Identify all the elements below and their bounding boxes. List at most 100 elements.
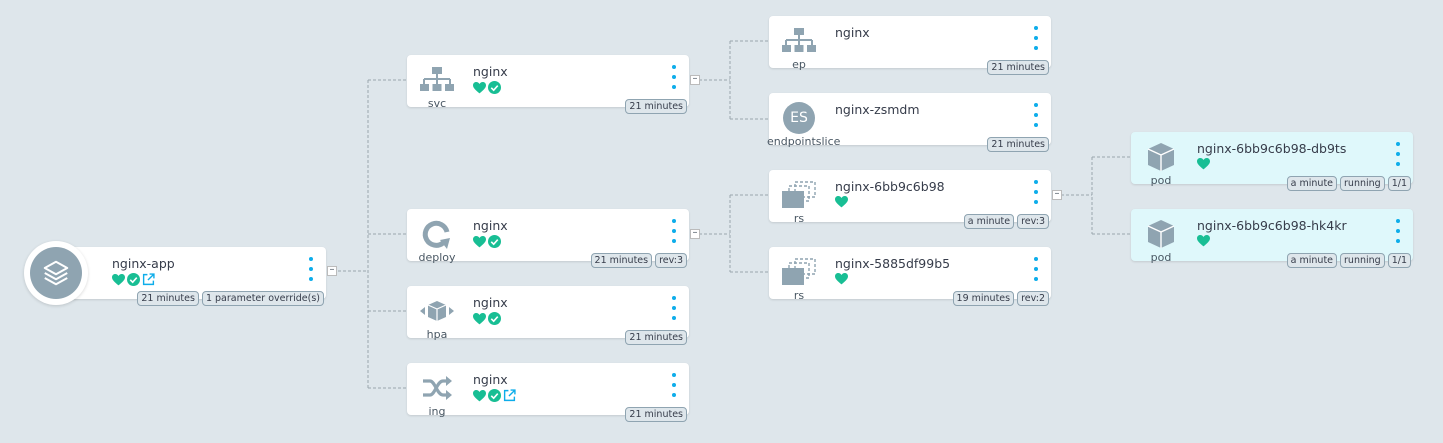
hpa-tags: 21 minutes [625, 330, 687, 345]
node-ep-nginx[interactable]: ep nginx 21 minutes [769, 16, 1051, 75]
endpointslice-kind: endpointslice [767, 135, 841, 148]
svc-tags: 21 minutes [625, 99, 687, 114]
deploy-tags: 21 minutes rev:3 [590, 253, 687, 268]
external-link-icon[interactable] [142, 273, 155, 286]
rs2-name: nginx-5885df99b5 [835, 256, 951, 271]
ep-menu-button[interactable] [1031, 26, 1041, 50]
pod1-status [1197, 158, 1210, 170]
pod2-tags: a minute running 1/1 [1286, 253, 1411, 268]
hpa-kind: hpa [426, 328, 448, 341]
svc-kind: svc [427, 97, 447, 110]
deploy-tag-age: 21 minutes [590, 253, 653, 268]
external-link-icon[interactable] [503, 389, 516, 402]
rs2-icon-wrap [769, 255, 829, 289]
hpa-menu-button[interactable] [669, 296, 679, 320]
copy-icon [782, 258, 816, 285]
rs2-kind: rs [793, 289, 805, 302]
ep-kind: ep [792, 58, 806, 71]
rs2-status [835, 273, 848, 285]
node-hpa-nginx[interactable]: hpa nginx 21 minutes [407, 286, 689, 345]
node-pod-nginx-6bb9c6b98-hk4kr[interactable]: pod nginx-6bb9c6b98-hk4kr a minute runni… [1131, 209, 1413, 268]
ep-tags: 21 minutes [987, 60, 1049, 75]
deploy-status [473, 235, 501, 248]
node-rs-nginx-6bb9c6b98[interactable]: rs nginx-6bb9c6b98 a minute rev:3 [769, 170, 1051, 229]
pod2-tag-age: a minute [1286, 253, 1338, 268]
rs1-menu-button[interactable] [1031, 180, 1041, 204]
node-endpointslice-nginx-zsmdm[interactable]: ES endpointslice nginx-zsmdm 21 minutes [767, 93, 1051, 152]
deploy-icon-wrap [407, 217, 467, 251]
network-icon [420, 67, 454, 91]
svc-icon-wrap [407, 63, 467, 97]
node-pod-nginx-6bb9c6b98-db9ts[interactable]: pod nginx-6bb9c6b98-db9ts a minute runni… [1131, 132, 1413, 191]
shuffle-icon [423, 376, 452, 400]
hpa-name: nginx [473, 295, 508, 310]
heart-icon [1197, 235, 1210, 247]
cube-icon [1147, 220, 1175, 248]
cube-icon [1147, 143, 1175, 171]
deploy-collapse-toggle[interactable]: – [690, 228, 700, 239]
ing-name: nginx [473, 372, 508, 387]
deploy-name: nginx [473, 218, 508, 233]
node-rs-nginx-5885df99b5[interactable]: rs nginx-5885df99b5 19 minutes rev:2 [769, 247, 1051, 306]
ep-name: nginx [835, 25, 870, 40]
deploy-menu-button[interactable] [669, 219, 679, 243]
svc-menu-button[interactable] [669, 65, 679, 89]
app-icon-circle [24, 241, 88, 305]
pod2-name: nginx-6bb9c6b98-hk4kr [1197, 218, 1347, 233]
ing-status [473, 389, 516, 402]
pod2-menu-button[interactable] [1393, 219, 1403, 243]
rs1-kind: rs [793, 212, 805, 225]
endpointslice-icon-wrap: ES [769, 101, 829, 135]
node-deploy-nginx[interactable]: deploy nginx 21 minutes rev:3 [407, 209, 689, 268]
app-node[interactable]: nginx-app 21 minutes 1 parameter overrid… [48, 247, 326, 306]
pod1-icon-wrap [1131, 140, 1191, 174]
app-tag-overrides: 1 parameter override(s) [201, 291, 324, 306]
rs1-collapse-toggle[interactable]: – [1052, 189, 1062, 200]
check-circle-icon [127, 273, 140, 286]
app-tags: 21 minutes 1 parameter override(s) [137, 291, 324, 306]
rs1-tag-age: a minute [963, 214, 1015, 229]
sync-icon [422, 220, 450, 249]
rs1-name: nginx-6bb9c6b98 [835, 179, 945, 194]
node-ing-nginx[interactable]: ing nginx 21 minutes [407, 363, 689, 422]
deploy-tag-rev: rev:3 [655, 253, 687, 268]
pod1-menu-button[interactable] [1393, 142, 1403, 166]
pod2-icon-wrap [1131, 217, 1191, 251]
rs2-menu-button[interactable] [1031, 257, 1041, 281]
check-circle-icon [488, 235, 501, 248]
check-circle-icon [488, 389, 501, 402]
network-icon [782, 28, 816, 52]
ing-tag-age: 21 minutes [625, 407, 687, 422]
check-circle-icon [488, 81, 501, 94]
endpointslice-menu-button[interactable] [1031, 103, 1041, 127]
pod1-tags: a minute running 1/1 [1286, 176, 1411, 191]
pod2-status [1197, 235, 1210, 247]
rs1-tags: a minute rev:3 [963, 214, 1049, 229]
app-menu-button[interactable] [306, 257, 316, 281]
pod2-tag-ready: 1/1 [1387, 253, 1411, 268]
cube-arrows-icon [420, 301, 454, 321]
heart-icon [473, 235, 486, 247]
ep-icon-wrap [769, 24, 829, 58]
ing-icon-wrap [407, 371, 467, 405]
heart-icon [1197, 158, 1210, 170]
svc-collapse-toggle[interactable]: – [690, 74, 700, 85]
ing-tags: 21 minutes [625, 407, 687, 422]
rs2-tags: 19 minutes rev:2 [952, 291, 1049, 306]
endpointslice-tags: 21 minutes [987, 137, 1049, 152]
layers-icon [43, 260, 69, 286]
app-tag-age: 21 minutes [137, 291, 199, 306]
rs2-tag-age: 19 minutes [952, 291, 1015, 306]
heart-icon [473, 81, 486, 93]
rs1-status [835, 196, 848, 208]
ing-menu-button[interactable] [669, 373, 679, 397]
ing-kind: ing [428, 405, 446, 418]
heart-icon [835, 196, 848, 208]
app-collapse-toggle[interactable]: – [327, 265, 337, 276]
copy-icon [782, 181, 816, 208]
rs1-tag-rev: rev:3 [1017, 214, 1049, 229]
pod2-tag-phase: running [1340, 253, 1385, 268]
node-svc-nginx[interactable]: svc nginx 21 minutes [407, 55, 689, 114]
hpa-tag-age: 21 minutes [625, 330, 687, 345]
